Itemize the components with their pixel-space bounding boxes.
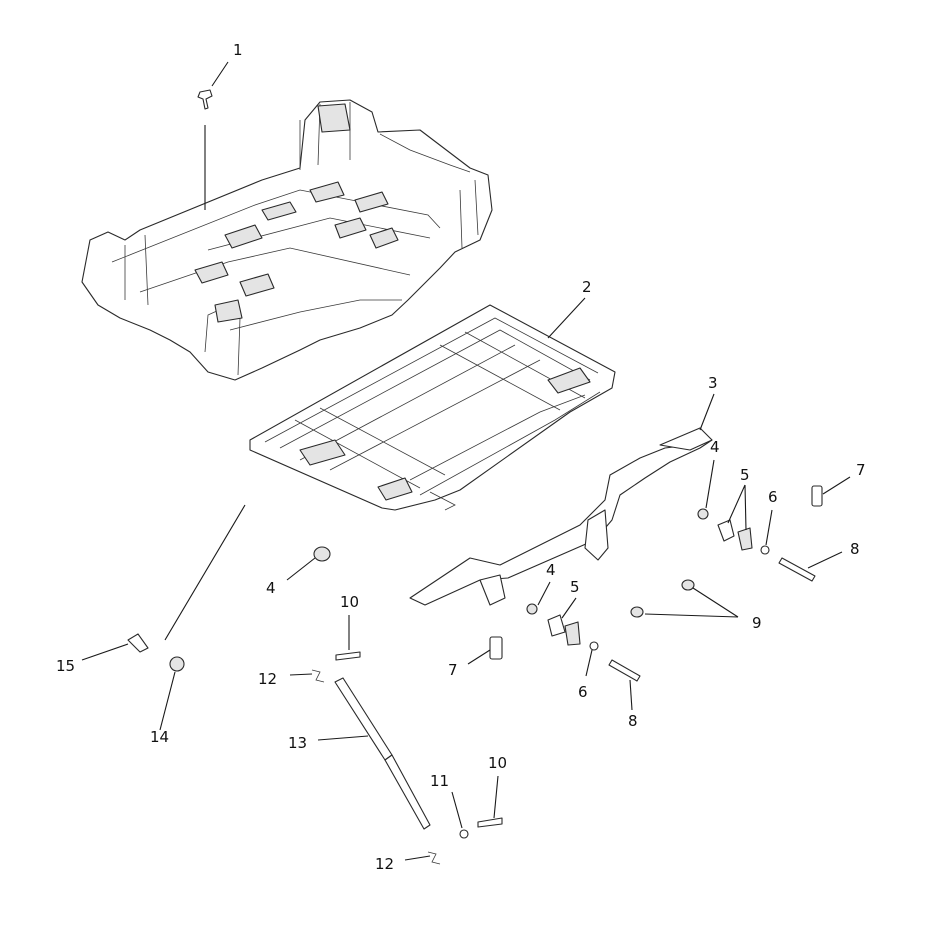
floor-tub [81, 99, 493, 381]
spring-7-lower [489, 636, 503, 660]
callout-8: 8 [628, 712, 638, 730]
bolt-8-lower [608, 659, 641, 682]
callout-5: 5 [570, 578, 580, 596]
callout-4: 4 [710, 438, 720, 456]
grommet-9b [630, 606, 644, 618]
bracket-5a [717, 519, 735, 542]
nut-4-upper [697, 508, 709, 520]
clip-12-upper [311, 669, 325, 683]
callout-9: 9 [752, 614, 762, 632]
callout-2: 2 [582, 278, 592, 296]
callout-11: 11 [430, 772, 449, 790]
bracket-5d [564, 621, 581, 646]
seat-frame [249, 304, 616, 511]
spring-7-upper [811, 485, 823, 507]
callout-10: 10 [340, 593, 359, 611]
gas-strut-13 [334, 677, 393, 761]
seat-rail [409, 427, 713, 606]
bracket-5b [737, 527, 753, 551]
callout-14: 14 [150, 728, 169, 746]
hardware [127, 89, 823, 865]
callout-1: 1 [233, 41, 243, 59]
callout-12: 12 [375, 855, 394, 873]
grommet-9a [681, 579, 695, 591]
callout-7: 7 [856, 461, 866, 479]
pin-10-lower [477, 817, 503, 828]
callout-4: 4 [546, 561, 556, 579]
nut-4-center [526, 603, 538, 615]
callout-5: 5 [740, 466, 750, 484]
nut-14 [169, 656, 185, 672]
bolt-8-upper [778, 557, 816, 582]
callout-3: 3 [708, 374, 718, 392]
washer-6-upper [760, 545, 770, 555]
callout-15: 15 [56, 657, 75, 675]
washer-11 [459, 829, 469, 839]
callout-13: 13 [288, 734, 307, 752]
callout-4: 4 [266, 579, 276, 597]
callout-6: 6 [578, 683, 588, 701]
clip-12-lower [427, 851, 441, 865]
callout-6: 6 [768, 488, 778, 506]
nut-4-left [313, 546, 331, 562]
bracket-5c [547, 614, 566, 637]
leader-lines [81, 61, 851, 861]
washer-6-lower [589, 641, 599, 651]
bolt-15 [127, 633, 149, 653]
callouts: 1 2 3 4 4 4 5 5 6 6 7 7 8 8 9 10 10 11 1… [56, 41, 866, 873]
callout-8: 8 [850, 540, 860, 558]
callout-10: 10 [488, 754, 507, 772]
pin-10-upper [335, 651, 361, 661]
screw-1 [197, 89, 213, 110]
callout-7: 7 [448, 661, 458, 679]
callout-12: 12 [258, 670, 277, 688]
